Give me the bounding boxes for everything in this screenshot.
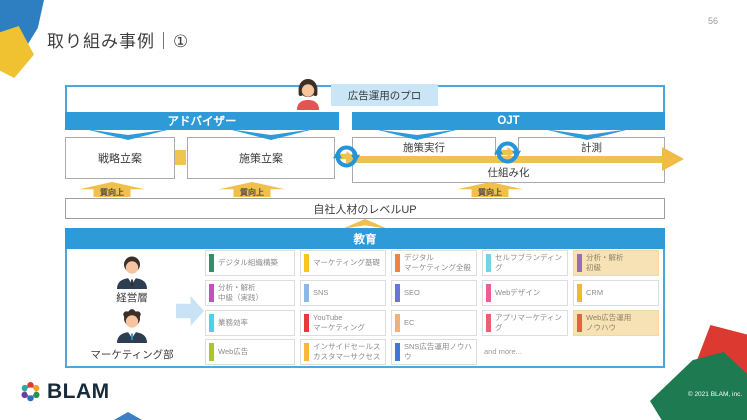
- ad-pro-label: 広告運用のプロ: [331, 84, 438, 106]
- tag-label: SEO: [404, 288, 420, 298]
- tag-label: インサイドセールス カスタマーサクセス: [313, 342, 381, 361]
- tag-color-bar: [486, 284, 491, 302]
- and-more-label: and more...: [484, 347, 522, 356]
- blam-logo-icon: [21, 381, 40, 402]
- cycle-loop-icon: [494, 139, 521, 166]
- tag-color-bar: [577, 314, 582, 332]
- tag-color-bar: [304, 284, 309, 302]
- skill-tag: 業務効率: [205, 310, 295, 336]
- tag-label: SNS: [313, 288, 329, 298]
- tag-label: Web広告: [218, 347, 249, 357]
- tag-color-bar: [209, 254, 214, 272]
- quality-up-label: 質向上: [100, 188, 124, 197]
- skill-tag: マーケティング基礎: [300, 250, 386, 276]
- tag-label: CRM: [586, 288, 604, 298]
- tag-color-bar: [577, 284, 582, 302]
- quality-up-arrow: 質向上: [219, 182, 285, 197]
- quality-up-arrow: 質向上: [79, 182, 145, 197]
- tag-label: YouTube マーケティング: [313, 313, 365, 332]
- blam-logo-text: BLAM: [47, 379, 110, 403]
- tag-color-bar: [486, 314, 491, 332]
- marketing-avatar-icon: [112, 305, 152, 348]
- tag-label: SNS広告運用ノウハウ: [404, 342, 472, 361]
- tag-label: マーケティング基礎: [313, 258, 380, 268]
- corner-decoration-blue-small: [114, 412, 142, 420]
- skill-tag: EC: [391, 310, 477, 336]
- tag-color-bar: [304, 254, 309, 272]
- blam-logo: BLAM: [18, 379, 110, 404]
- tag-color-bar: [577, 254, 582, 272]
- measurement-box: 計測: [518, 137, 665, 158]
- up-arrow-icon: [219, 182, 285, 197]
- strategy-box: 戦略立案: [65, 137, 175, 179]
- tag-color-bar: [395, 343, 400, 361]
- skill-tag: SNS広告運用ノウハウ: [391, 339, 477, 365]
- education-header: 教育: [65, 228, 665, 249]
- skill-tag: インサイドセールス カスタマーサクセス: [300, 339, 386, 365]
- skill-tag: Web広告: [205, 339, 295, 365]
- tag-label: 分析・解析 中級（実践）: [218, 283, 263, 302]
- audience-label-marketing: マーケティング部: [90, 349, 174, 361]
- skill-tag: SEO: [391, 280, 477, 306]
- tag-label: セルフブランディング: [495, 253, 562, 272]
- quality-up-label: 質向上: [240, 188, 264, 197]
- skill-tag: 分析・解析 初級: [573, 250, 659, 276]
- ojt-bar: OJT: [352, 112, 665, 130]
- quality-up-label: 質向上: [478, 188, 502, 197]
- skill-tag: SNS: [300, 280, 386, 306]
- tag-color-bar: [395, 254, 400, 272]
- connector-block: [172, 150, 186, 165]
- audience-label-management: 経営層: [116, 292, 148, 304]
- cycle-loop-icon: [333, 143, 360, 170]
- planning-box: 施策立案: [187, 137, 335, 179]
- tag-color-bar: [486, 254, 491, 272]
- tag-label: アプリマーケティング: [495, 313, 562, 332]
- tag-color-bar: [395, 284, 400, 302]
- level-up-box: 自社人材のレベルUP: [65, 198, 665, 219]
- up-arrow-icon: [79, 182, 145, 197]
- skill-tag: デジタル組織構築: [205, 250, 295, 276]
- tag-label: EC: [404, 318, 415, 328]
- tag-label: 分析・解析 初級: [586, 253, 624, 272]
- tag-color-bar: [209, 343, 214, 361]
- skill-tag: Webデザイン: [482, 280, 568, 306]
- skill-tag: CRM: [573, 280, 659, 306]
- management-avatar-icon: [112, 251, 152, 294]
- flow-arrow-head-icon: [662, 147, 684, 171]
- page-number: 56: [708, 16, 719, 26]
- skill-tag: セルフブランディング: [482, 250, 568, 276]
- copyright-text: © 2021 BLAM, inc.: [687, 391, 743, 398]
- skill-tag: YouTube マーケティング: [300, 310, 386, 336]
- tag-color-bar: [209, 314, 214, 332]
- page-title: 取り組み事例｜①: [47, 32, 190, 51]
- ad-pro-avatar-icon: [291, 76, 325, 115]
- tag-label: Webデザイン: [495, 288, 541, 298]
- tag-label: Web広告運用 ノウハウ: [586, 313, 632, 332]
- quality-up-arrow: 質向上: [457, 182, 523, 197]
- skill-tag: アプリマーケティング: [482, 310, 568, 336]
- advisor-bar: アドバイザー: [65, 112, 339, 130]
- tag-label: デジタル マーケティング全般: [404, 253, 471, 272]
- tag-color-bar: [209, 284, 214, 302]
- tag-label: 業務効率: [218, 318, 248, 328]
- tag-label: デジタル組織構築: [218, 258, 278, 268]
- up-arrow-icon: [342, 219, 388, 229]
- up-arrow-icon: [457, 182, 523, 197]
- execution-box: 施策実行: [352, 137, 496, 158]
- skill-tag: デジタル マーケティング全般: [391, 250, 477, 276]
- skill-tag: 分析・解析 中級（実践）: [205, 280, 295, 306]
- tag-color-bar: [304, 314, 309, 332]
- tag-color-bar: [304, 343, 309, 361]
- tag-color-bar: [395, 314, 400, 332]
- skill-tag: Web広告運用 ノウハウ: [573, 310, 659, 336]
